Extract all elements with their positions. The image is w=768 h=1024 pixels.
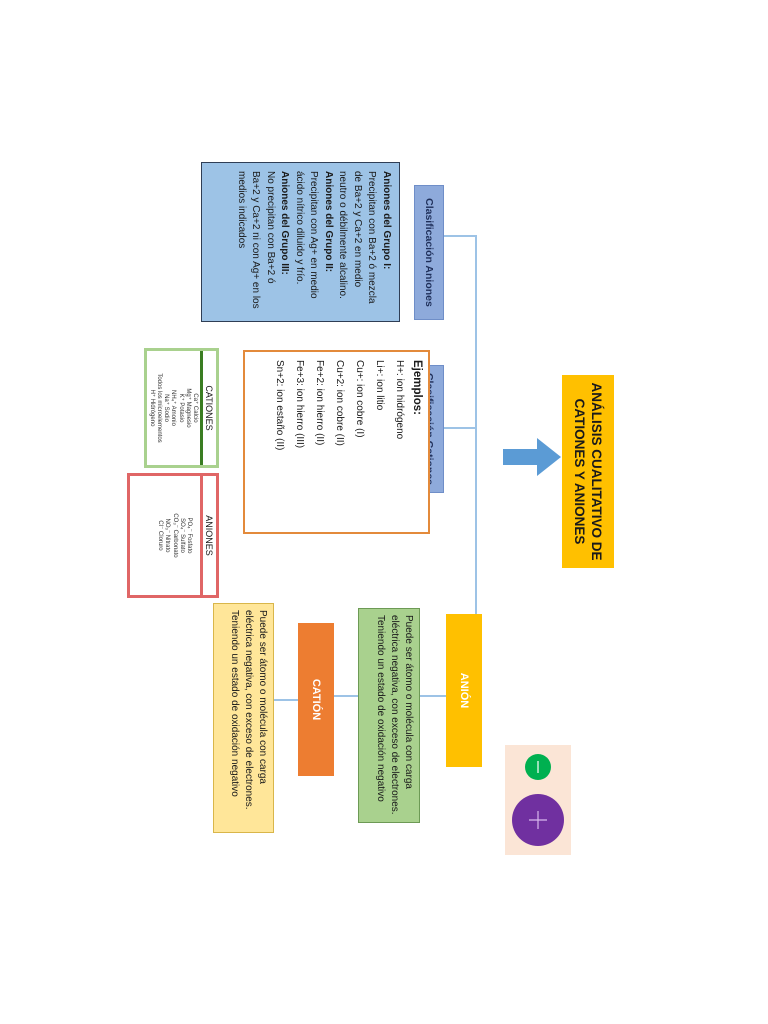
ion-illustration — [505, 745, 571, 855]
cationes-list: CATIONES Ca⁺ Calcio Mg⁺ Magnesio K⁺ Pota… — [144, 348, 219, 468]
title-line: CATIONES Y ANIONES — [572, 398, 587, 545]
definition-line: eléctrica negativa, con exceso de electr… — [389, 615, 400, 815]
aniones-list-items: PO₄⁻ Fosfato SO₄⁻ Sulfato CO₃⁻ Carbonato… — [156, 476, 192, 595]
list-item: Todos los microelementos — [155, 373, 162, 443]
definition-line: Puede ser átomo o molécula con carga — [403, 615, 414, 789]
aniones-groups-description: Aniones del Grupo I: Precipitan con Ba+2… — [201, 162, 400, 322]
aniones-list-header: ANIONES — [200, 476, 216, 595]
list-item: Na⁺ Sodio — [163, 394, 170, 422]
group-text: neutro o débilmente alcalino. — [337, 171, 349, 299]
list-item: CO₃⁻ Carbonato — [171, 513, 178, 558]
list-item: Cl⁻ Cloruro — [157, 520, 164, 551]
example-item: Fe+2: ion hierro (II) — [314, 360, 325, 446]
aniones-list: ANIONES PO₄⁻ Fosfato SO₄⁻ Sulfato CO₃⁻ C… — [127, 473, 219, 598]
group-title: Aniones del Grupo II: — [323, 171, 334, 273]
cationes-examples: Ejemplos: H+: ion hidrógeno Li+: ion lit… — [243, 350, 430, 534]
concept-map: ANÁLISIS CUALITATIVO DE CATIONES Y ANION… — [0, 75, 617, 955]
cationes-list-items: Ca⁺ Calcio Mg⁺ Magnesio K⁺ Potasio NH₄⁺ … — [148, 351, 198, 465]
connector-cation-def — [274, 699, 298, 701]
group-text: Ba+2 y Ca+2 ni con Ag+ en los — [250, 171, 262, 309]
group-text: ácido nítrico diluido y frío. — [294, 171, 305, 285]
clasificacion-aniones-header: Clasificación Aniones — [414, 185, 444, 320]
example-item: Cu+2: ion cobre (II) — [334, 360, 345, 446]
group-text: Precipitan con Ag+ en medio — [308, 171, 320, 299]
group-text: de Ba+2 y Ca+2 en medio — [352, 171, 363, 288]
anion-definition: Puede ser átomo o molécula con carga elé… — [358, 608, 420, 823]
example-item: Sn+2: ion estaño (II) — [274, 360, 285, 451]
group-text: Precipitan con Ba+2 ó mezcla — [366, 171, 378, 304]
connector-aniones — [443, 235, 477, 237]
example-item: Cu+: ion cobre (I) — [354, 360, 365, 438]
connector-cationes — [443, 427, 477, 429]
cation-header: CATIÓN — [298, 623, 334, 776]
list-item: NO₃⁻ Nitrato — [164, 518, 171, 553]
list-item: NH₄⁺ Amonio — [170, 390, 177, 426]
cation-definition: Puede ser átomo o molécula con carga elé… — [213, 603, 274, 833]
ion-charges-icon — [512, 754, 564, 846]
example-item: Fe+3: ion hierro (III) — [294, 360, 305, 449]
definition-line: eléctrica negativa, con exceso de electr… — [243, 610, 254, 810]
group-text: medios indicados — [236, 171, 247, 249]
list-item: K⁺ Potasio — [177, 393, 184, 423]
connector-anion-def — [419, 695, 446, 697]
group-text: No precipitan con Ba+2 ó — [265, 171, 276, 284]
title-line: ANÁLISIS CUALITATIVO DE — [589, 382, 604, 561]
main-title: ANÁLISIS CUALITATIVO DE CATIONES Y ANION… — [562, 375, 614, 568]
definition-line: Teniendo un estado de oxidación negativo — [229, 610, 240, 797]
connector-anion-cation — [334, 695, 358, 697]
definition-line: Puede ser átomo o molécula con carga — [257, 610, 268, 784]
cationes-list-header: CATIONES — [200, 351, 216, 465]
definition-line: Teniendo un estado de oxidación negativo — [375, 615, 386, 802]
list-item: Ca⁺ Calcio — [192, 393, 198, 423]
list-item: H⁺ Hidrógeno — [148, 389, 155, 427]
list-item: Mg⁺ Magnesio — [184, 388, 191, 428]
example-item: H+: ion hidrógeno — [394, 360, 405, 440]
group-title: Aniones del Grupo I: — [381, 171, 392, 270]
examples-title: Ejemplos: — [411, 360, 423, 415]
list-item: PO₄⁻ Fosfato — [186, 517, 192, 554]
anion-header: ANIÓN — [446, 614, 482, 767]
list-item: SO₄⁻ Sulfato — [178, 518, 185, 553]
arrow-up-icon — [503, 438, 561, 476]
group-title: Aniones del Grupo III: — [279, 171, 291, 275]
example-item: Li+: ion litio — [374, 360, 385, 411]
